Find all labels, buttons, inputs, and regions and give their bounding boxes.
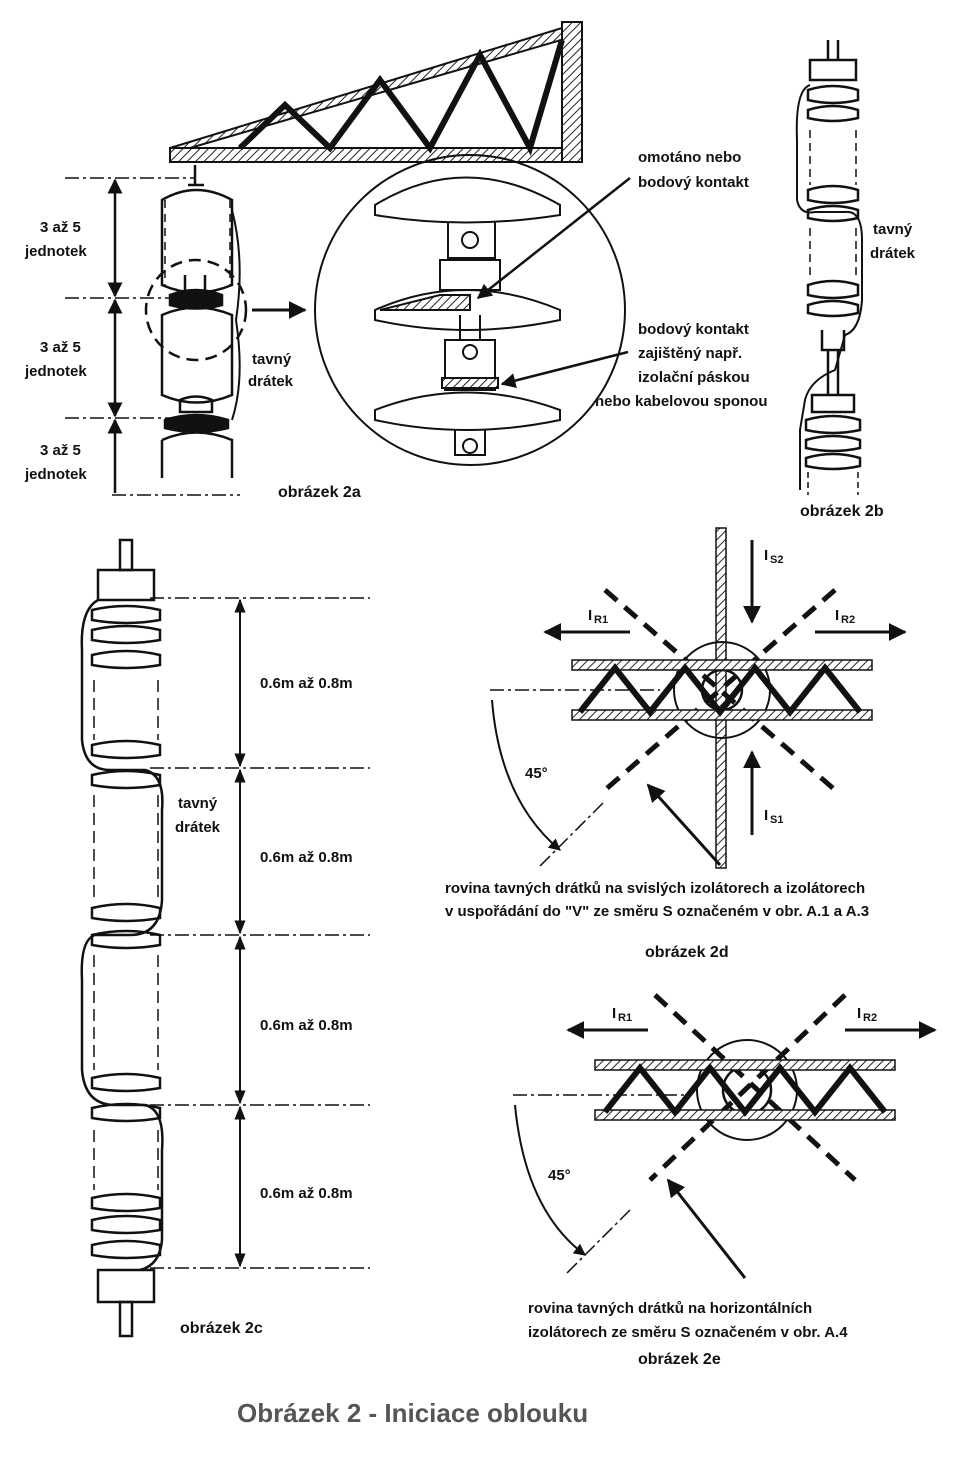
svg-text:I: I <box>764 807 768 824</box>
svg-text:R1: R1 <box>594 614 608 626</box>
svg-text:I: I <box>612 1005 616 1022</box>
point-contact-label: bodový kontakt zajištěný např. izolační … <box>500 321 768 410</box>
unit-dimension-lines <box>65 177 240 496</box>
figure-title: Obrázek 2 - Iniciace oblouku <box>237 1398 588 1428</box>
angle-label-2e: 45° <box>548 1167 571 1184</box>
svg-text:jednotek: jednotek <box>24 466 87 483</box>
svg-text:I: I <box>835 607 839 624</box>
caption-2e: obrázek 2e <box>638 1351 721 1368</box>
svg-text:bodový kontakt: bodový kontakt <box>638 321 749 338</box>
units-label-1: 3 až 5 jednotek <box>24 219 87 260</box>
spacing-label-4: 0.6m až 0.8m <box>260 1185 353 1202</box>
svg-text:R1: R1 <box>618 1012 632 1024</box>
fuse-plane-diagonal-2 <box>648 993 847 1182</box>
caption-2d: obrázek 2d <box>645 944 729 961</box>
svg-text:R2: R2 <box>841 614 855 626</box>
svg-text:v uspořádání do "V" ze směru S: v uspořádání do "V" ze směru S označeném… <box>445 903 869 920</box>
caption-2b: obrázek 2b <box>800 503 884 520</box>
svg-text:jednotek: jednotek <box>24 243 87 260</box>
note-2d: rovina tavných drátků na svislých izolát… <box>445 880 869 920</box>
detail-circle-marker <box>144 258 248 362</box>
svg-text:zajištěný např.: zajištěný např. <box>638 345 742 362</box>
svg-text:I: I <box>588 607 592 624</box>
svg-text:tavný: tavný <box>873 221 913 238</box>
vertical-pole <box>715 527 727 869</box>
svg-text:izolační páskou: izolační páskou <box>638 369 750 386</box>
svg-text:nebo kabelovou sponou: nebo kabelovou sponou <box>595 393 768 410</box>
plane-pointer-2d <box>646 783 722 867</box>
svg-text:3 až 5: 3 až 5 <box>40 219 81 236</box>
truss-2e <box>594 1059 896 1121</box>
angle-label-2d: 45° <box>525 765 548 782</box>
svg-text:drátek: drátek <box>248 373 294 390</box>
magnified-detail <box>314 154 626 466</box>
spacing-label-2: 0.6m až 0.8m <box>260 849 353 866</box>
spacing-dimension-lines <box>150 597 370 1269</box>
svg-text:S2: S2 <box>770 554 783 566</box>
svg-text:3 až 5: 3 až 5 <box>40 339 81 356</box>
angle-arc-2d <box>491 699 561 851</box>
svg-text:S1: S1 <box>770 814 783 826</box>
svg-text:izolátorech ze směru S označen: izolátorech ze směru S označeném v obr. … <box>528 1324 848 1341</box>
svg-text:rovina tavných drátků na svisl: rovina tavných drátků na svislých izolát… <box>445 880 865 897</box>
svg-text:drátek: drátek <box>175 819 221 836</box>
fuse-wire-label-2a: tavný drátek <box>248 351 294 390</box>
svg-text:tavný: tavný <box>252 351 292 368</box>
svg-text:rovina tavných drátků na horiz: rovina tavných drátků na horizontálních <box>528 1300 812 1317</box>
figure-2c: 0.6m až 0.8m 0.6m až 0.8m 0.6m až 0.8m 0… <box>80 538 370 1338</box>
caption-2a: obrázek 2a <box>278 484 361 501</box>
svg-text:drátek: drátek <box>870 245 916 262</box>
spacing-label-1: 0.6m až 0.8m <box>260 675 353 692</box>
wrapped-contact-label: omotáno nebo bodový kontakt <box>476 149 749 299</box>
spacing-label-3: 0.6m až 0.8m <box>260 1017 353 1034</box>
units-label-3: 3 až 5 jednotek <box>24 442 87 483</box>
svg-text:3 až 5: 3 až 5 <box>40 442 81 459</box>
svg-text:bodový kontakt: bodový kontakt <box>638 174 749 191</box>
caption-2c: obrázek 2c <box>180 1320 263 1337</box>
figure-2b: tavný drátek obrázek 2b <box>795 40 916 520</box>
fuse-wire-label-2c: tavný drátek <box>175 795 221 836</box>
angle-arc-2e <box>514 1104 586 1256</box>
plane-pointer-2e <box>666 1178 747 1279</box>
fuse-wire-label-2b: tavný drátek <box>870 221 916 262</box>
svg-text:I: I <box>764 547 768 564</box>
insulator-string-2b <box>795 40 863 495</box>
insulator-string-2a <box>160 165 241 478</box>
fuse-plane-diagonal-1 <box>653 993 857 1182</box>
svg-text:omotáno nebo: omotáno nebo <box>638 149 741 166</box>
cross-arm-truss <box>169 21 583 163</box>
svg-text:I: I <box>857 1005 861 1022</box>
insulator-string-2c <box>80 538 164 1338</box>
svg-text:R2: R2 <box>863 1012 877 1024</box>
note-2e: rovina tavných drátků na horizontálních … <box>528 1300 848 1341</box>
figure-2a: 3 až 5 jednotek 3 až 5 jednotek 3 až 5 j… <box>24 21 768 501</box>
truss-2d <box>571 659 873 721</box>
svg-text:tavný: tavný <box>178 795 218 812</box>
svg-text:jednotek: jednotek <box>24 363 87 380</box>
units-label-2: 3 až 5 jednotek <box>24 339 87 380</box>
